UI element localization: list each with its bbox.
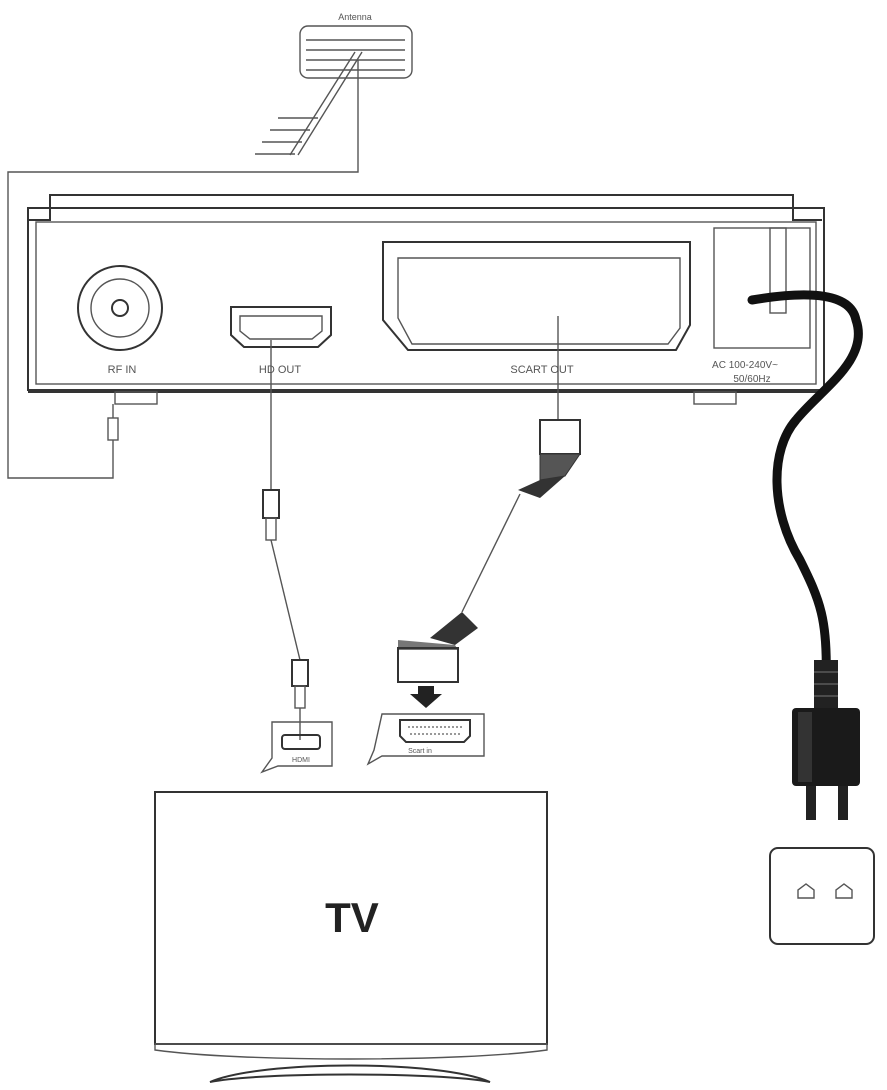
down-arrow-icon bbox=[410, 686, 442, 708]
power-rating-label: AC 100-240V~ bbox=[712, 360, 778, 371]
hd-out-label: HD OUT bbox=[259, 364, 301, 376]
tv-scart-label: Scart in bbox=[408, 748, 432, 755]
hd-out-port bbox=[230, 306, 332, 348]
scart-cable bbox=[397, 316, 581, 708]
hdmi-cable bbox=[262, 340, 309, 740]
hdmi-plug-icon bbox=[262, 489, 280, 541]
power-cord bbox=[747, 290, 863, 820]
antenna-label: Antenna bbox=[338, 12, 372, 22]
tv-scart-input bbox=[366, 713, 485, 766]
scart-out-port bbox=[382, 241, 691, 351]
scart-out-label: SCART OUT bbox=[510, 364, 573, 376]
tv-hdmi-label: HDMI bbox=[292, 757, 310, 764]
rf-in-port bbox=[77, 265, 163, 351]
tv-screen bbox=[154, 791, 548, 1083]
power-plug-icon bbox=[792, 660, 860, 820]
tv-label: TV bbox=[325, 894, 379, 941]
scart-plug-icon bbox=[397, 612, 478, 683]
rf-in-label: RF IN bbox=[108, 364, 137, 376]
antenna-icon bbox=[7, 25, 413, 479]
hdmi-plug-icon bbox=[291, 659, 309, 709]
wall-socket-icon bbox=[769, 847, 875, 945]
scart-plug-icon bbox=[518, 419, 581, 498]
rf-connector-icon bbox=[107, 404, 119, 441]
tv-hdmi-input bbox=[260, 721, 333, 774]
power-frequency-label: 50/60Hz bbox=[733, 374, 770, 385]
